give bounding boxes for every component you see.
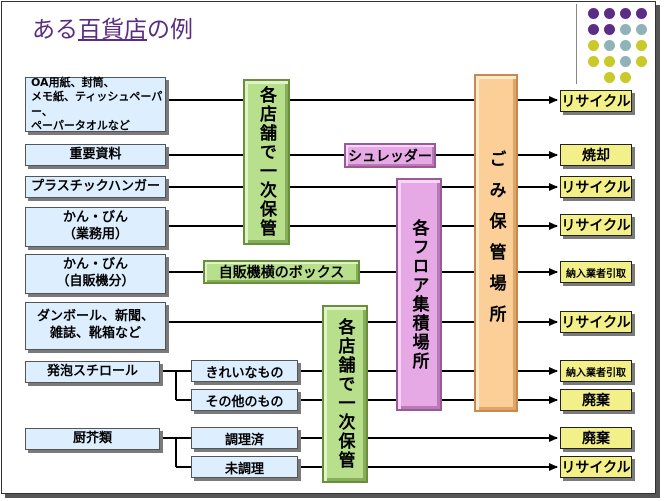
- destination-supplier-pickup: 納入業者引取: [560, 360, 632, 382]
- title-emphasis: 百貨店: [78, 17, 147, 43]
- store-primary-storage-top: 各店舗で一次保管: [243, 79, 290, 245]
- dot: [604, 8, 615, 19]
- dot: [588, 56, 599, 67]
- dot: [604, 56, 615, 67]
- dot: [620, 8, 631, 19]
- destination-recycle: リサイクル: [560, 311, 632, 333]
- dot: [620, 24, 631, 35]
- source-cans-vending: かん・びん （自販機分）: [25, 254, 166, 294]
- destination-recycle: リサイクル: [560, 456, 632, 478]
- page-title: ある百貨店の例: [32, 10, 193, 44]
- vending-machine-box: 自販機横のボックス: [203, 260, 360, 284]
- destination-recycle: リサイクル: [560, 90, 632, 112]
- destination-incineration: 焼却: [560, 144, 632, 166]
- sub-other: その他のもの: [191, 389, 298, 411]
- dot: [620, 56, 631, 67]
- destination-recycle: リサイクル: [560, 214, 632, 236]
- title-suffix: の例: [147, 17, 193, 43]
- sub-uncooked: 未調理: [191, 456, 298, 478]
- source-kitchen-waste: 厨芥類: [25, 428, 160, 450]
- floor-collection-area: 各フロア集積場所: [396, 178, 442, 411]
- dot: [588, 24, 599, 35]
- dot: [620, 72, 631, 83]
- destination-recycle: リサイクル: [560, 176, 632, 198]
- sub-cooked: 調理済: [191, 427, 298, 449]
- source-cans-business: かん・びん （業務用）: [25, 207, 166, 247]
- dot: [636, 24, 647, 35]
- dot: [636, 56, 647, 67]
- dot: [636, 8, 647, 19]
- destination-supplier-pickup: 納入業者引取: [560, 261, 632, 283]
- destination-disposal: 廃棄: [560, 389, 632, 411]
- dot: [620, 40, 631, 51]
- source-important-documents: 重要資料: [25, 144, 166, 166]
- source-styrofoam: 発泡スチロール: [25, 361, 160, 383]
- title-prefix: ある: [32, 17, 78, 43]
- dot: [636, 40, 647, 51]
- destination-disposal: 廃棄: [560, 427, 632, 449]
- store-primary-storage-bottom: 各店舗で一次保管: [322, 305, 368, 483]
- dot: [604, 72, 615, 83]
- dot: [588, 40, 599, 51]
- dot: [588, 8, 599, 19]
- source-cardboard: ダンボール、新聞、 雑誌、靴箱など: [25, 302, 166, 350]
- shredder: シュレッダー: [344, 143, 436, 168]
- garbage-storage-area: ごみ保管場所: [474, 74, 518, 412]
- source-paper: OA用紙、封筒、 メモ紙、ティッシュペーパー、 ペーパータオルなど: [25, 76, 166, 132]
- sub-clean: きれいなもの: [191, 360, 298, 382]
- decorative-divider: [576, 4, 577, 84]
- dot: [604, 40, 615, 51]
- source-plastic-hangers: プラスチックハンガー: [25, 176, 166, 198]
- dot: [604, 24, 615, 35]
